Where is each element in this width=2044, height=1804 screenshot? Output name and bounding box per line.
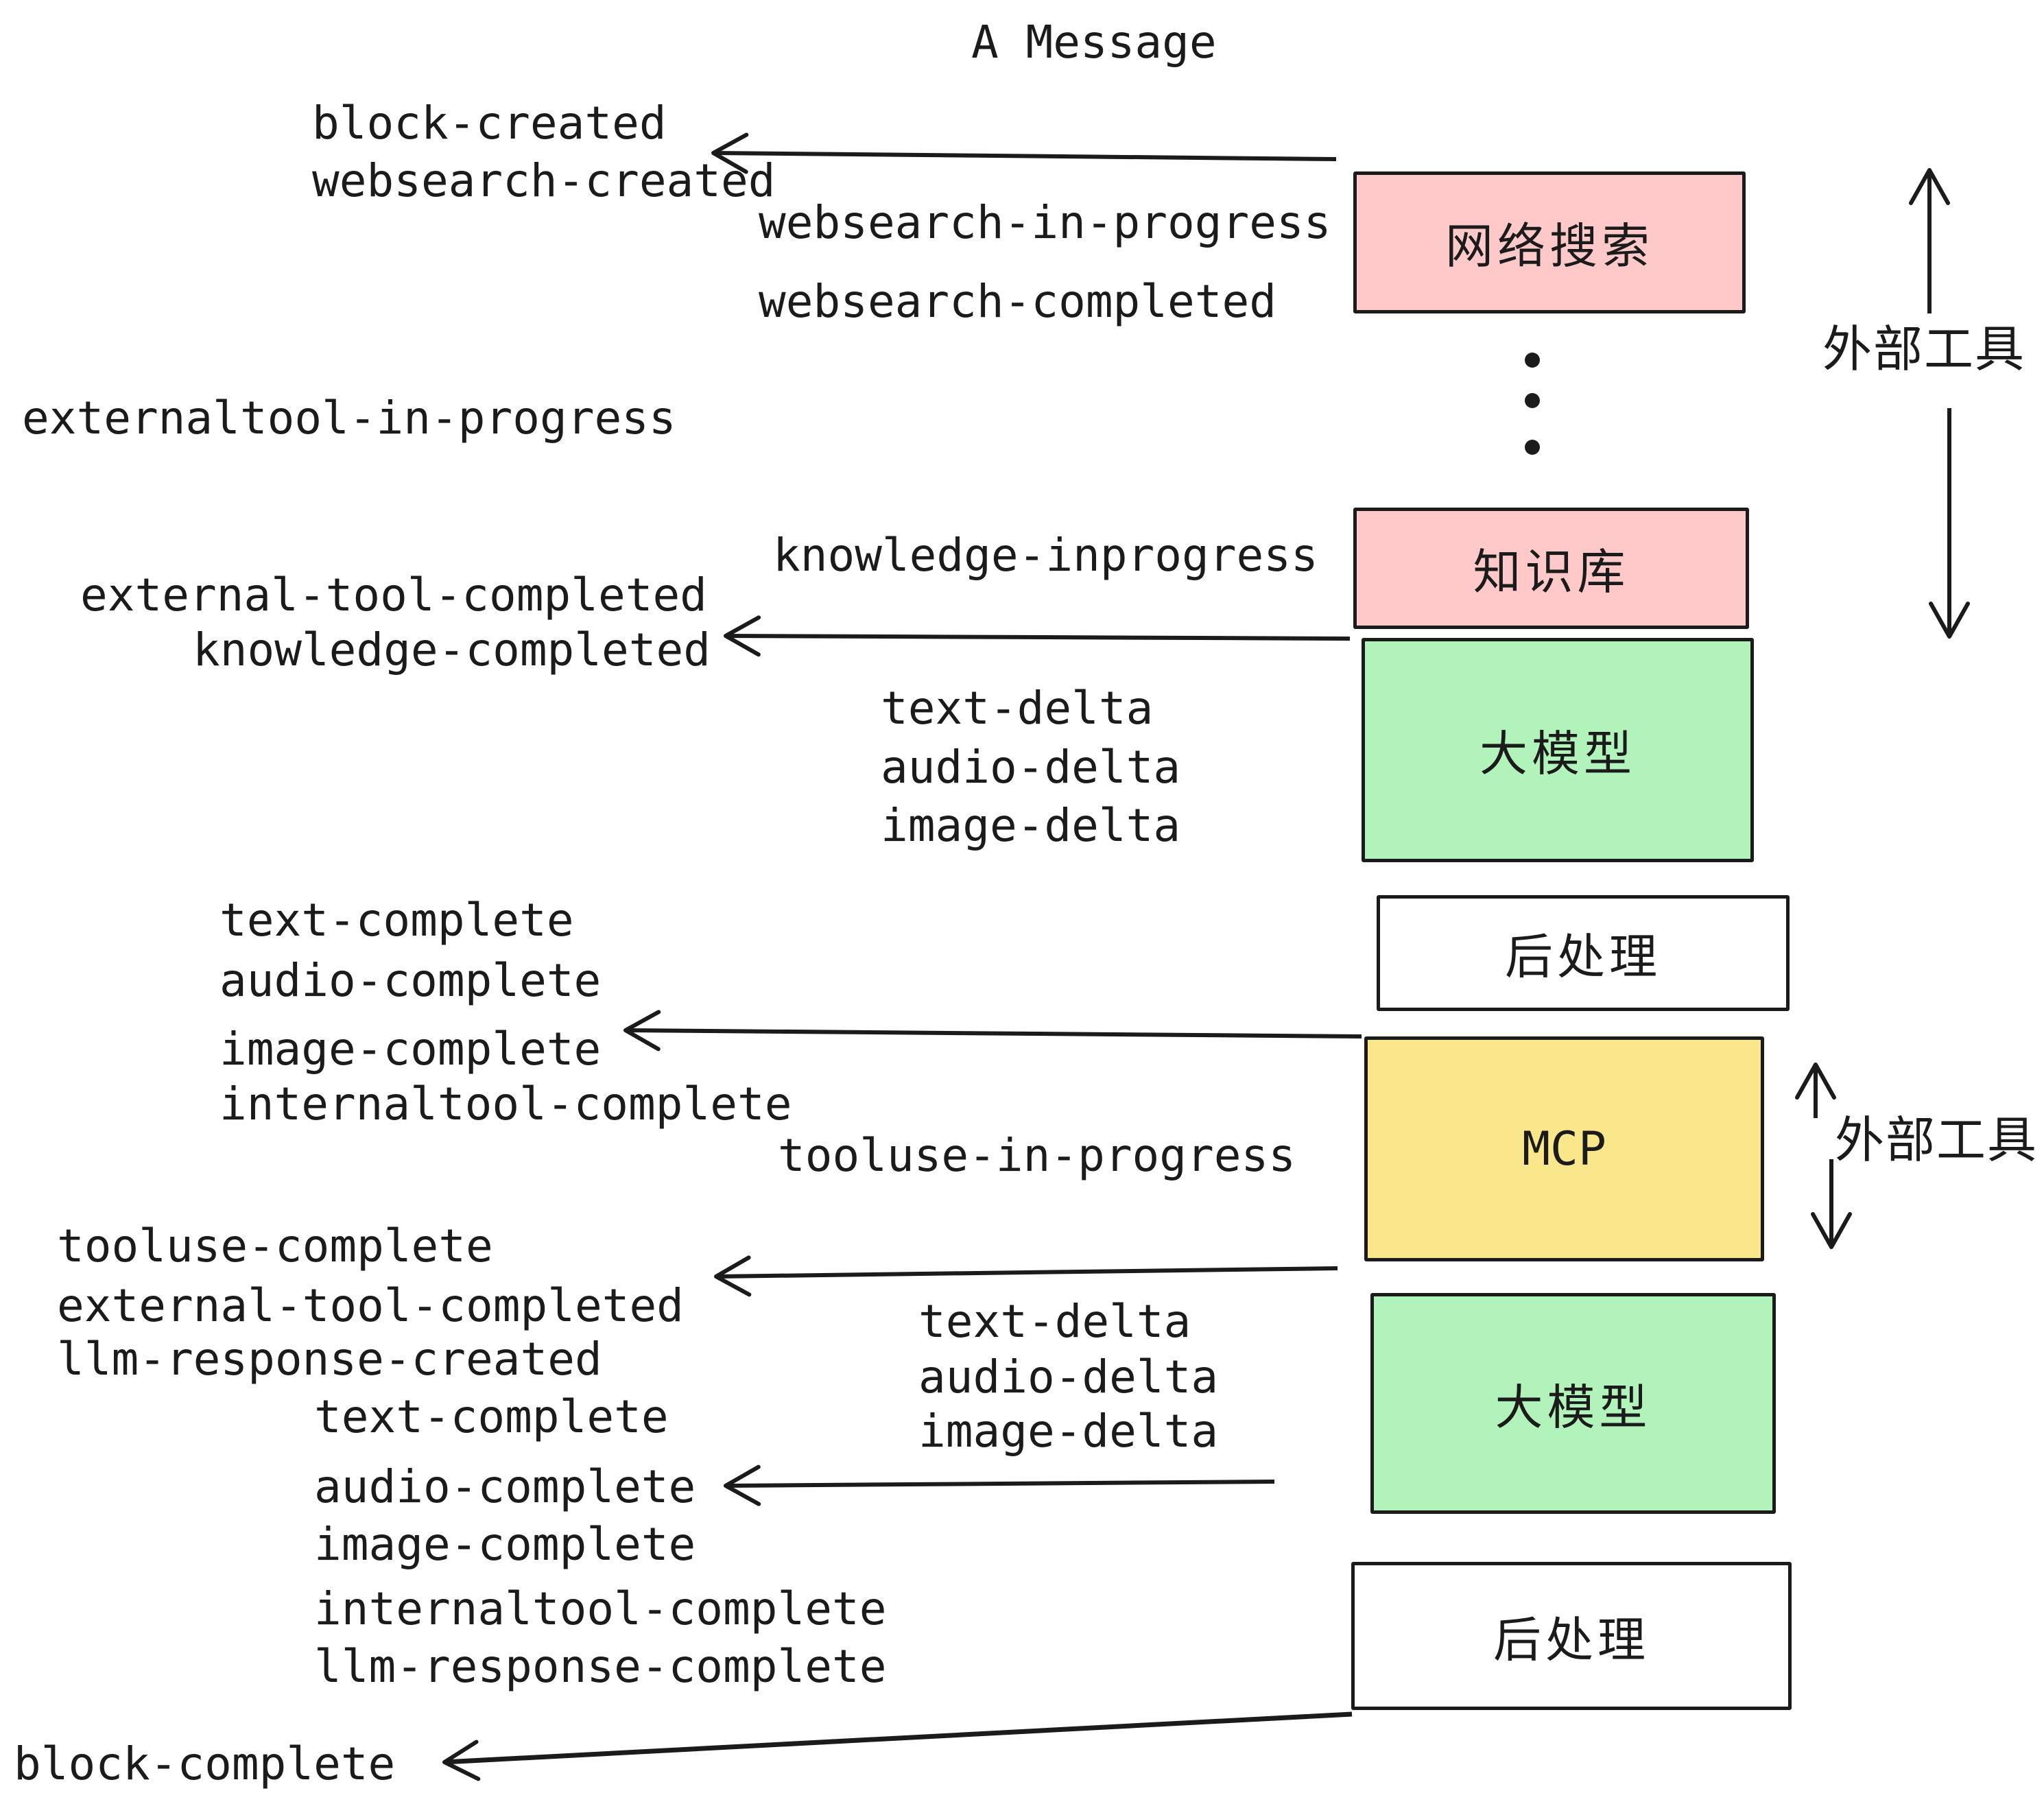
event-knowledge-completed: knowledge-completed	[193, 624, 711, 676]
knowledge-box: 知识库	[1353, 508, 1749, 629]
event-tooluse-in-progress: tooluse-in-progress	[778, 1129, 1296, 1182]
external-tool-side-label-top: 外部工具	[1822, 322, 2026, 377]
knowledge-box-label: 知识库	[1473, 545, 1630, 599]
event-block-complete: block-complete	[14, 1737, 396, 1790]
continuation-dots-icon	[1525, 353, 1540, 455]
event-image-delta-1: image-delta	[881, 799, 1181, 852]
llm-box-top: 大模型	[1362, 638, 1754, 862]
arrow-websearch-to-created	[711, 132, 1337, 174]
event-llm-response-created: llm-response-created	[57, 1333, 602, 1386]
websearch-box-label: 网络搜索	[1445, 219, 1654, 273]
event-audio-delta-1: audio-delta	[881, 741, 1181, 794]
postprocess-box-bottom-label: 后处理	[1493, 1613, 1650, 1667]
event-external-tool-completed-2: external-tool-completed	[57, 1279, 684, 1332]
event-image-complete-2: image-complete	[314, 1518, 696, 1571]
event-websearch-in-progress: websearch-in-progress	[759, 196, 1331, 249]
event-llm-response-complete: llm-response-complete	[314, 1640, 887, 1693]
websearch-box: 网络搜索	[1353, 171, 1746, 313]
event-internaltool-complete-2: internaltool-complete	[314, 1582, 887, 1635]
event-text-delta-2: text-delta	[918, 1295, 1191, 1348]
arrow-mcp-to-tooluse-complete	[714, 1255, 1338, 1297]
event-knowledge-inprogress: knowledge-inprogress	[773, 529, 1318, 582]
event-image-delta-2: image-delta	[918, 1405, 1219, 1458]
event-websearch-completed: websearch-completed	[759, 275, 1276, 328]
event-websearch-created: websearch-created	[312, 154, 776, 207]
postprocess-box-top: 后处理	[1377, 895, 1790, 1011]
llm-box-top-label: 大模型	[1479, 727, 1636, 781]
llm-box-bottom-label: 大模型	[1495, 1380, 1652, 1434]
arrow-post2-to-block-complete	[442, 1711, 1353, 1781]
event-block-created: block-created	[312, 97, 667, 150]
event-text-complete-1: text-complete	[219, 894, 574, 947]
external-tool-side-label-bottom: 外部工具	[1835, 1113, 2039, 1168]
event-text-delta-1: text-delta	[881, 682, 1154, 735]
event-tooluse-complete: tooluse-complete	[57, 1220, 493, 1272]
event-externaltool-in-progress: externaltool-in-progress	[22, 392, 676, 444]
event-internaltool-complete-1: internaltool-complete	[219, 1078, 792, 1130]
event-image-complete-1: image-complete	[219, 1023, 602, 1076]
arrow-mcp-to-complete-list	[623, 1010, 1362, 1052]
event-external-tool-completed-1: external-tool-completed	[80, 569, 707, 621]
event-audio-delta-2: audio-delta	[918, 1351, 1219, 1403]
postprocess-box-top-label: 后处理	[1505, 930, 1661, 984]
postprocess-box-bottom: 后处理	[1351, 1562, 1792, 1710]
event-text-complete-2: text-complete	[314, 1390, 669, 1443]
diagram-title: A Message	[971, 16, 1217, 69]
event-audio-complete-1: audio-complete	[219, 954, 602, 1007]
llm-box-bottom: 大模型	[1370, 1293, 1776, 1514]
mcp-box: MCP	[1364, 1036, 1764, 1261]
arrow-knowledge-to-completed	[724, 615, 1351, 657]
mcp-box-label: MCP	[1522, 1121, 1606, 1176]
event-audio-complete-2: audio-complete	[314, 1460, 696, 1513]
arrow-llm2-to-audio-complete	[724, 1464, 1275, 1506]
